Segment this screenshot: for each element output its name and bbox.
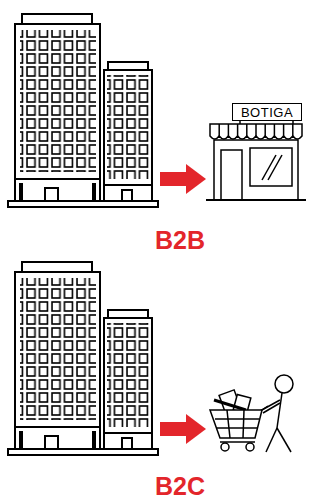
shopper-with-cart (210, 375, 293, 452)
red-arrow (160, 414, 206, 444)
red-arrow (160, 164, 206, 194)
model-label: B2B (120, 228, 240, 253)
buildings-icon (8, 262, 158, 455)
buildings-icon (8, 14, 158, 207)
sign-text: BOTIGA (241, 106, 293, 119)
shop-icon (206, 121, 306, 200)
model-label: B2C (120, 474, 240, 499)
shop-sign: BOTIGA (232, 103, 302, 121)
